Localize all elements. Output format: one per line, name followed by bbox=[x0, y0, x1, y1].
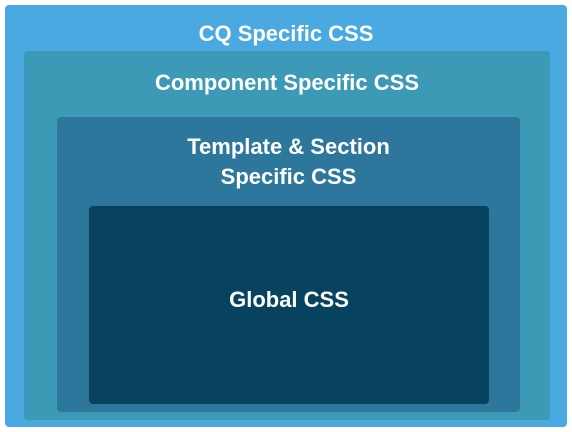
template-section-label-line2: Specific CSS bbox=[220, 164, 357, 189]
cq-specific-css-label: CQ Specific CSS bbox=[198, 21, 374, 46]
global-css-label: Global CSS bbox=[229, 287, 349, 312]
component-specific-css-label: Component Specific CSS bbox=[154, 70, 420, 95]
template-section-label-line1: Template & Section bbox=[187, 134, 390, 159]
global-css-layer: Global CSS bbox=[89, 206, 489, 404]
template-section-specific-css-label: Template & Section Specific CSS bbox=[57, 132, 520, 192]
